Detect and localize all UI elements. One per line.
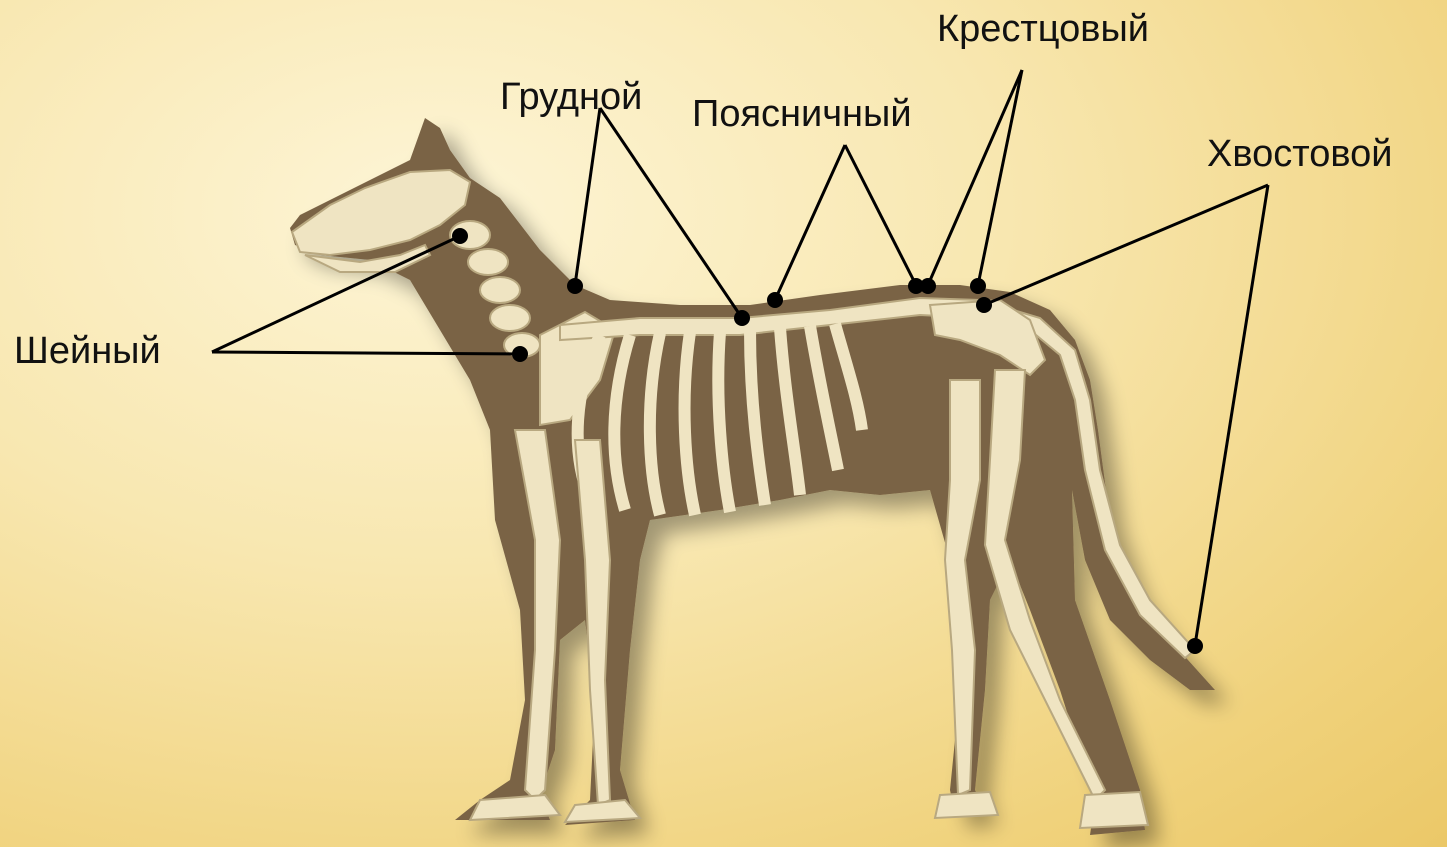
thoracic-line-1 bbox=[575, 108, 600, 285]
cervical-dot-2 bbox=[512, 346, 528, 362]
label-cervical: Шейный bbox=[14, 332, 161, 370]
lumbar-line-2 bbox=[845, 145, 916, 285]
cervical-dot-1 bbox=[452, 228, 468, 244]
caudal-dot-1 bbox=[976, 297, 992, 313]
lumbar-line-1 bbox=[775, 145, 845, 300]
thoracic-dot-1 bbox=[567, 278, 583, 294]
sacral-dot-2 bbox=[970, 278, 986, 294]
lumbar-dot-1 bbox=[767, 292, 783, 308]
sacral-line-2 bbox=[978, 70, 1022, 285]
caudal-dot-2 bbox=[1187, 638, 1203, 654]
label-sacral: Крестцовый bbox=[937, 10, 1149, 48]
caudal-line-2 bbox=[1195, 185, 1268, 645]
thoracic-dot-2 bbox=[734, 310, 750, 326]
sacral-line-1 bbox=[928, 70, 1022, 285]
label-caudal: Хвостовой bbox=[1207, 135, 1392, 173]
label-lumbar: Поясничный bbox=[692, 95, 912, 133]
thoracic-line-2 bbox=[600, 108, 742, 318]
caudal-line-1 bbox=[984, 185, 1268, 305]
cervical-line-2 bbox=[212, 352, 520, 354]
sacral-dot-1 bbox=[920, 278, 936, 294]
label-thoracic: Грудной bbox=[500, 78, 642, 116]
